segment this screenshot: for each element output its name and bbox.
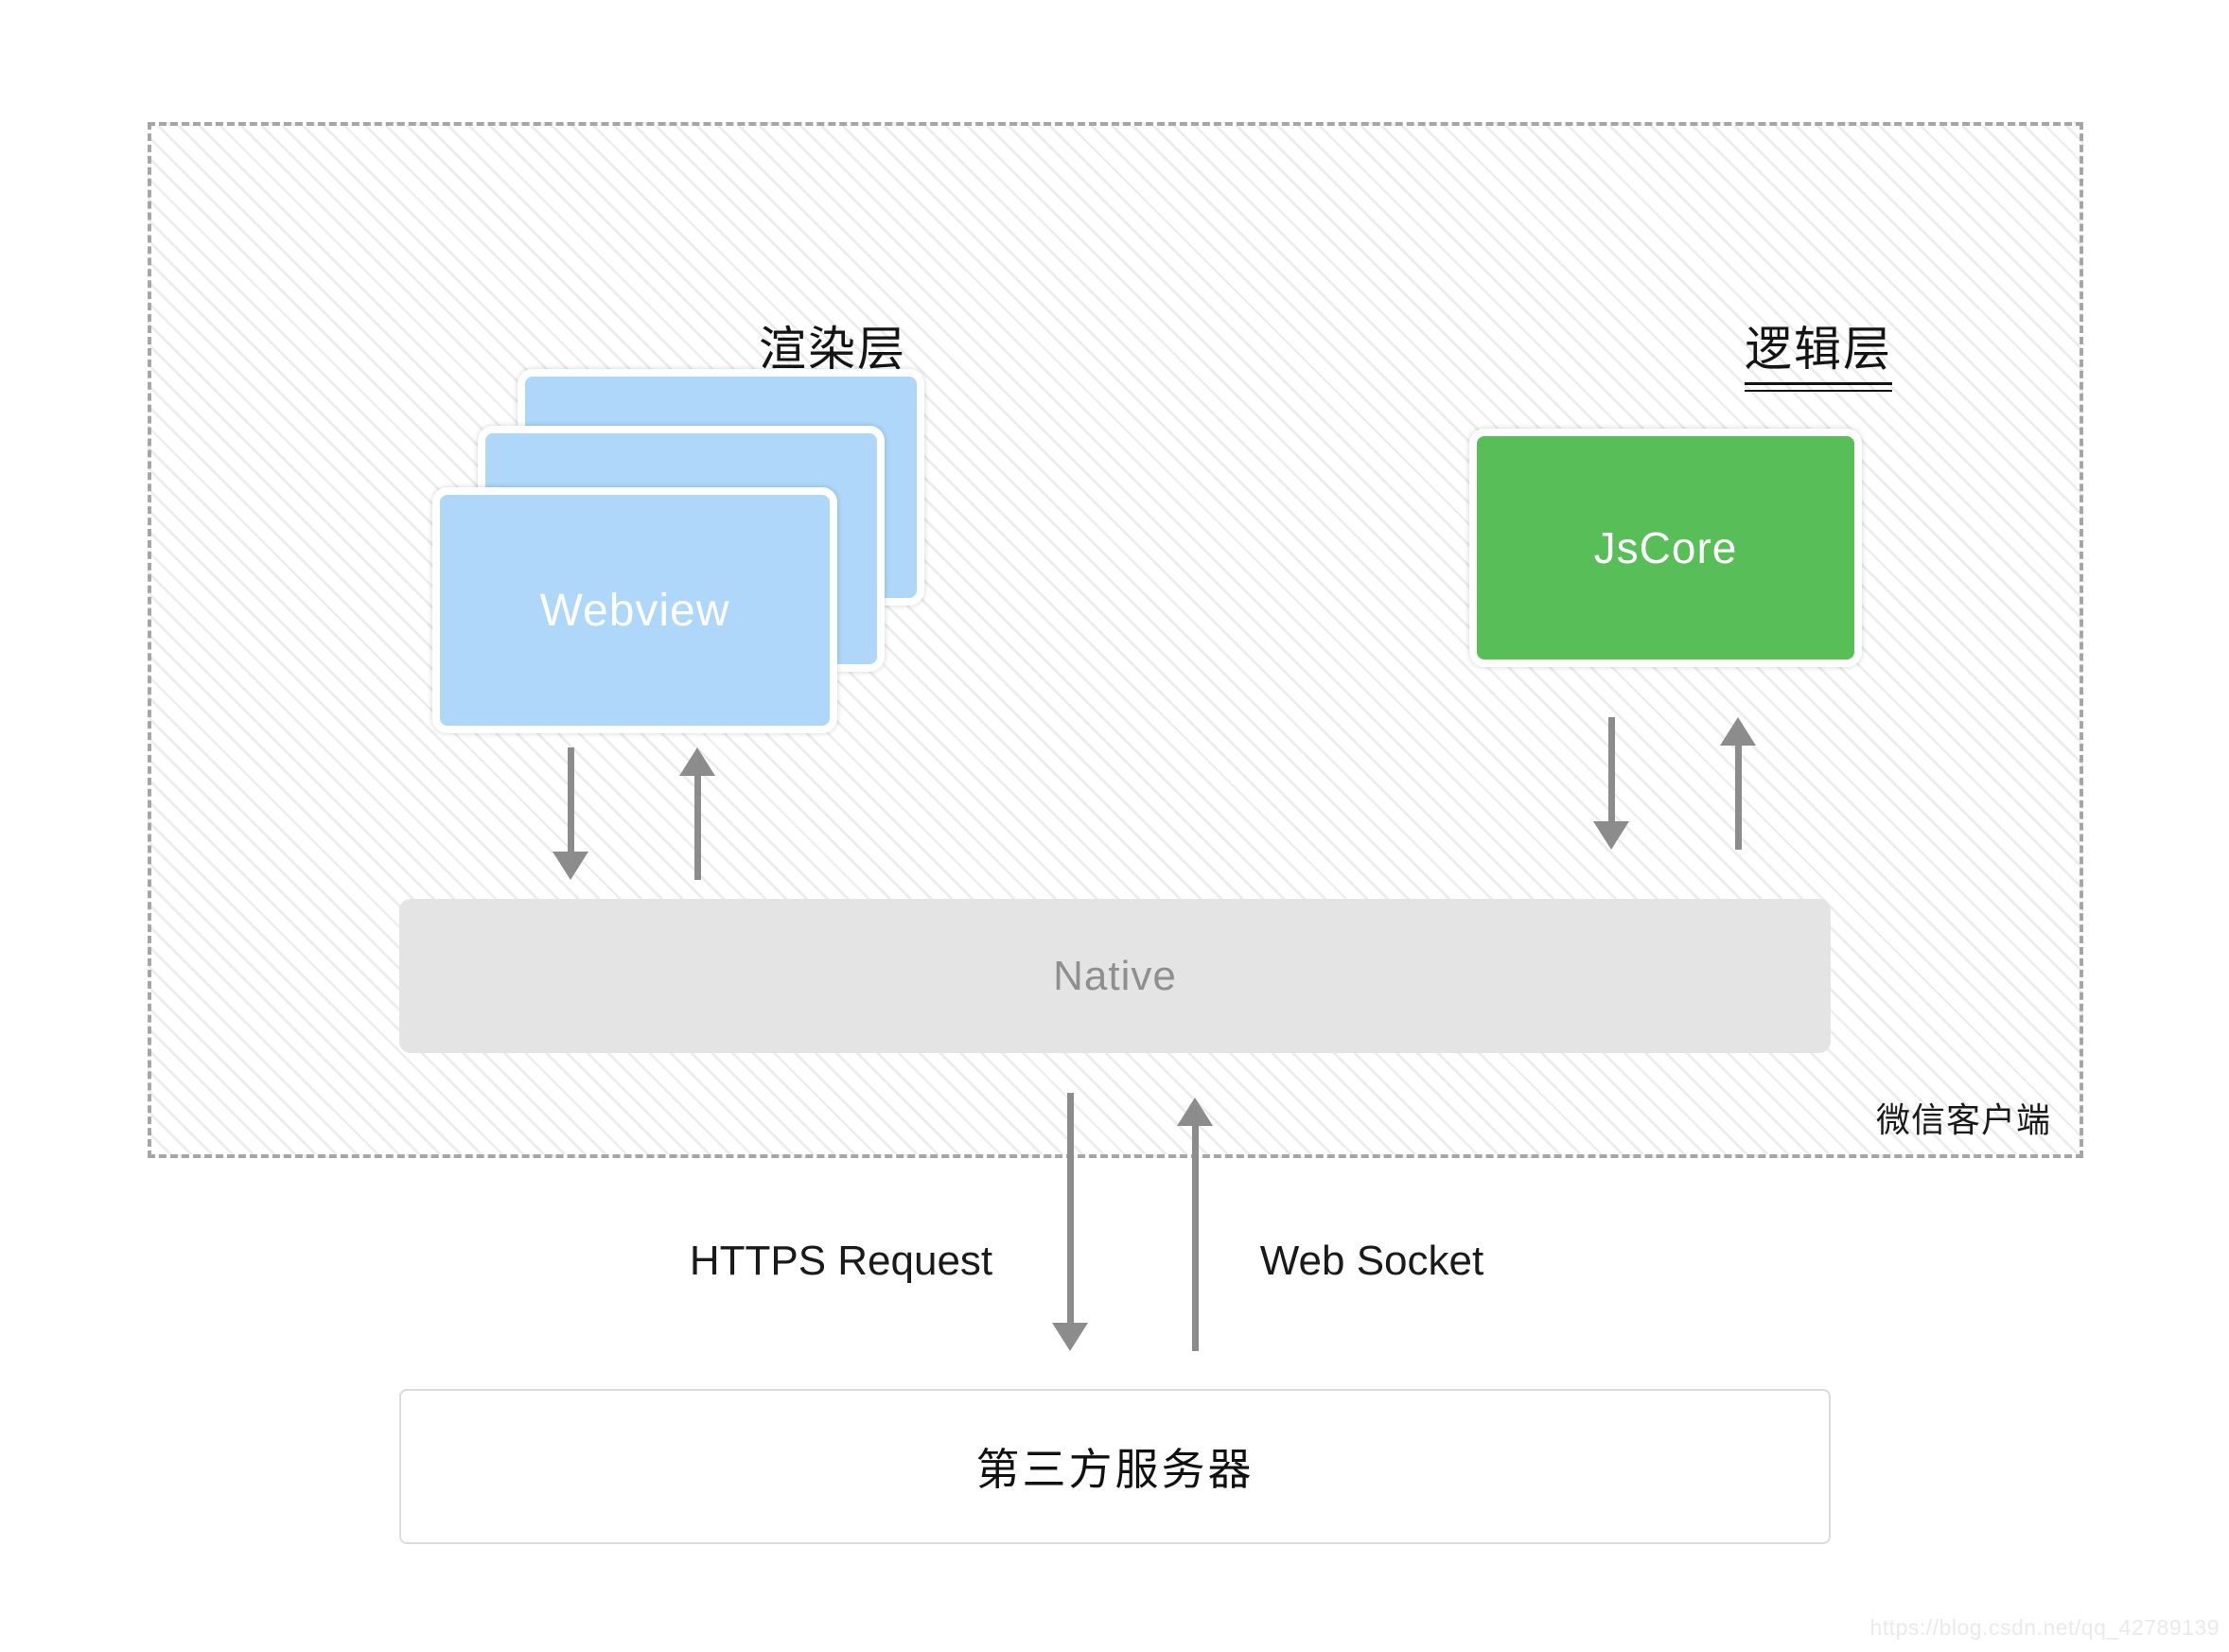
render-layer-title-text: 渲染层 bbox=[759, 323, 906, 385]
csdn-watermark: https://blog.csdn.net/qq_42789139 bbox=[1869, 1615, 2220, 1640]
third-party-server-label: 第三方服务器 bbox=[975, 1445, 1255, 1494]
native-label: Native bbox=[1053, 952, 1177, 999]
native-to-webview-arrow-icon bbox=[679, 747, 715, 880]
webview-label: Webview bbox=[539, 585, 730, 636]
webview-to-native-arrow-icon bbox=[553, 747, 588, 880]
webview-card-front: Webview bbox=[432, 487, 837, 733]
native-to-server-arrow-icon bbox=[1052, 1093, 1088, 1351]
https-request-label: HTTPS Request bbox=[689, 1238, 993, 1284]
wechat-client-caption: 微信客户端 bbox=[1876, 1100, 2052, 1139]
jscore-box: JsCore bbox=[1469, 429, 1862, 667]
logic-layer-title: 逻辑层 bbox=[1745, 323, 1892, 392]
web-socket-label: Web Socket bbox=[1259, 1238, 1484, 1284]
logic-layer-title-text: 逻辑层 bbox=[1745, 323, 1892, 385]
native-bar: Native bbox=[399, 899, 1831, 1053]
third-party-server-box: 第三方服务器 bbox=[399, 1389, 1831, 1544]
server-to-native-arrow-icon bbox=[1177, 1098, 1213, 1351]
jscore-label: JsCore bbox=[1593, 523, 1738, 572]
jscore-to-native-arrow-icon bbox=[1593, 717, 1629, 850]
native-to-jscore-arrow-icon bbox=[1720, 717, 1756, 850]
